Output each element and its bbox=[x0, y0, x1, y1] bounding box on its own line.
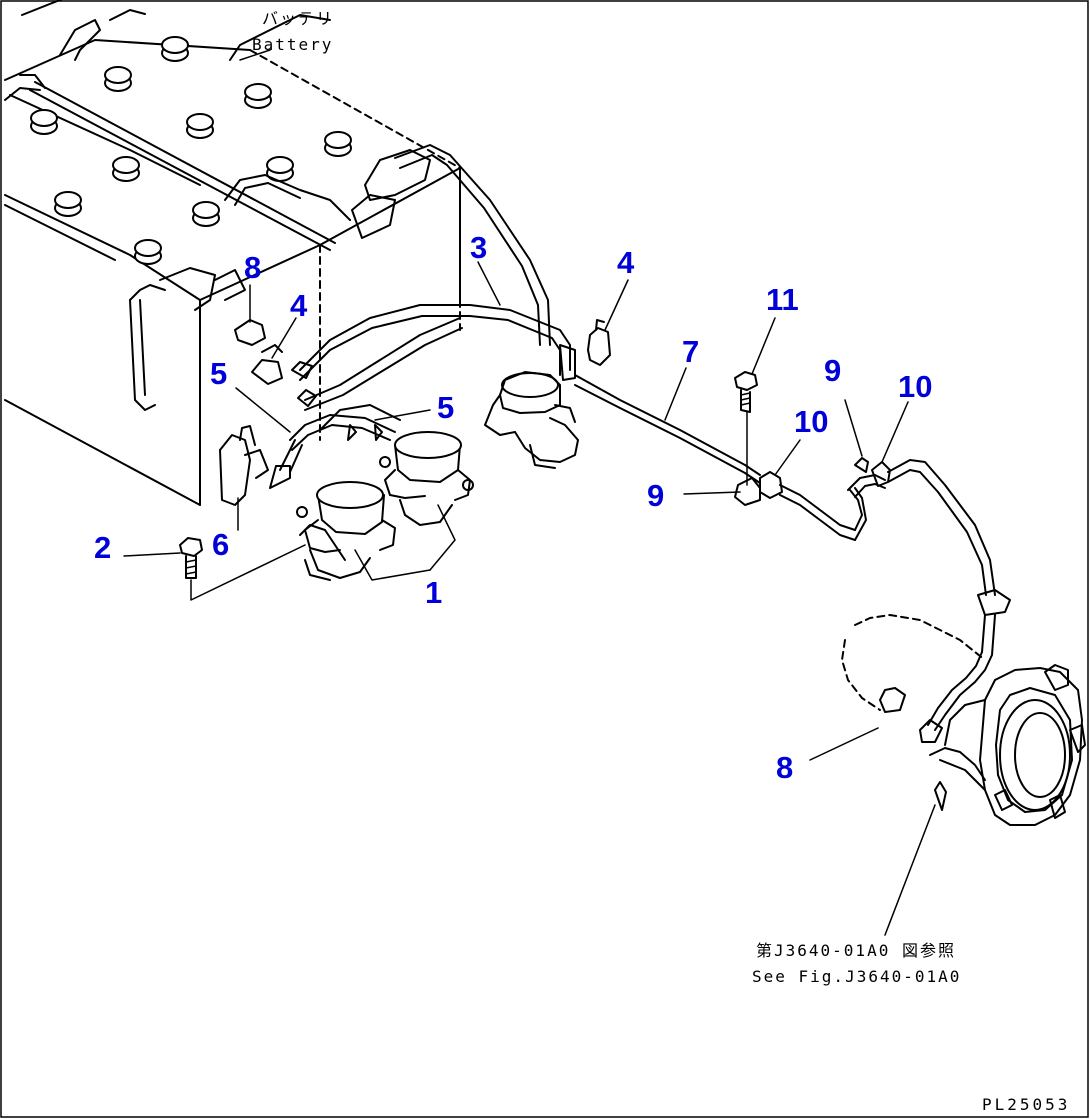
callout-3: 3 bbox=[470, 230, 487, 265]
callout-2: 2 bbox=[94, 530, 111, 565]
starter-cable-7 bbox=[574, 374, 1011, 743]
callout-9-upper: 9 bbox=[824, 353, 841, 388]
drawing-code: PL25053 bbox=[982, 1095, 1070, 1114]
bolt-2 bbox=[179, 537, 306, 601]
battery-cable-3 bbox=[291, 144, 576, 411]
callout-10-lower: 10 bbox=[794, 404, 828, 439]
starter-motor bbox=[841, 614, 1086, 826]
callout-8-starter: 8 bbox=[776, 750, 793, 785]
battery-relay-upper bbox=[484, 371, 579, 469]
battery-label-jp: バッテリ bbox=[262, 9, 334, 28]
leader-lines bbox=[123, 49, 936, 936]
callout-7: 7 bbox=[682, 334, 699, 369]
battery-relay-assembly bbox=[269, 404, 474, 581]
see-figure-note-jp: 第J3640-01A0 図参照 bbox=[756, 941, 956, 960]
callout-6: 6 bbox=[212, 527, 229, 562]
callout-5-left: 5 bbox=[210, 356, 227, 391]
callout-1: 1 bbox=[425, 575, 442, 610]
callout-11: 11 bbox=[766, 282, 799, 317]
battery-caps bbox=[30, 36, 352, 265]
battery-label-en: Battery bbox=[252, 35, 333, 54]
callout-5-right: 5 bbox=[437, 390, 454, 425]
see-figure-note-en: See Fig.J3640-01A0 bbox=[752, 967, 961, 986]
callout-8-battery: 8 bbox=[244, 250, 261, 285]
callout-10-upper: 10 bbox=[898, 369, 932, 404]
callout-4-relay: 4 bbox=[617, 245, 635, 280]
callout-4-battery: 4 bbox=[290, 288, 308, 323]
battery-illustration bbox=[4, 0, 461, 506]
callout-9-lower: 9 bbox=[647, 478, 664, 513]
bolt-11 bbox=[734, 371, 758, 486]
